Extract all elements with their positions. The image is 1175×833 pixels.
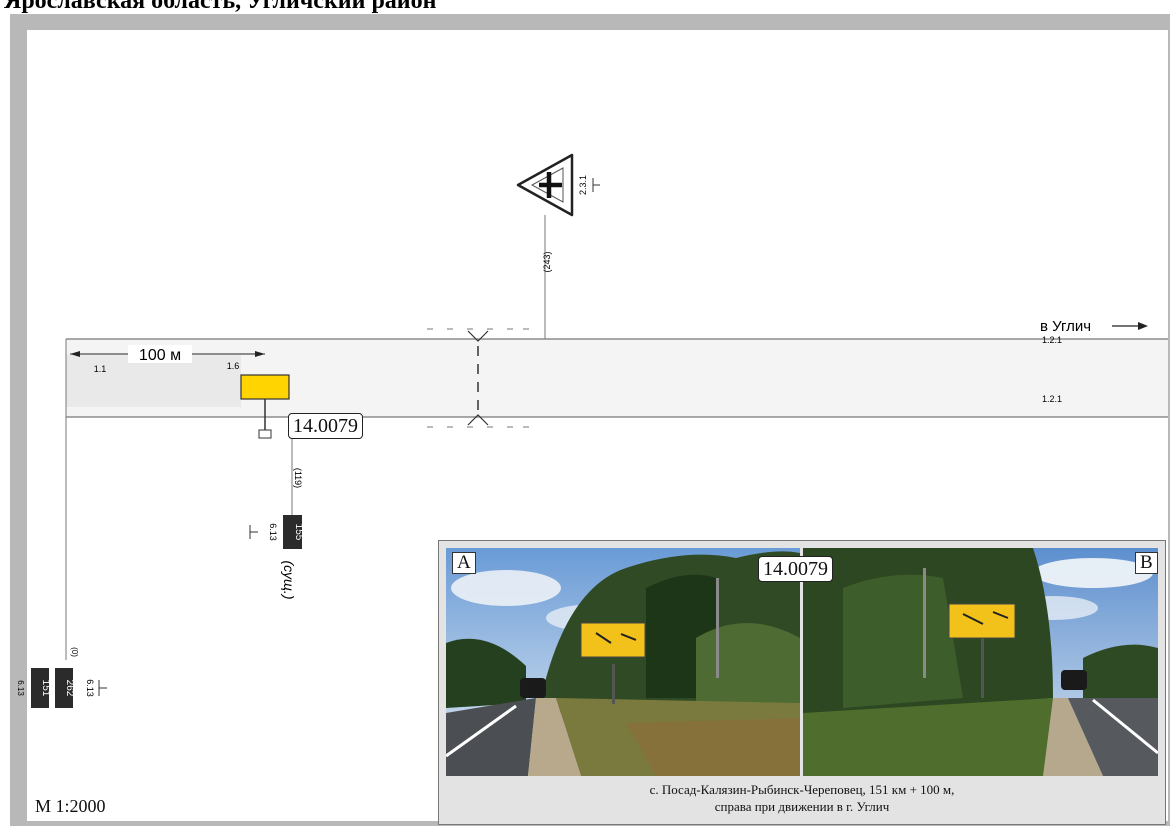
direction-label: в Углич xyxy=(1040,318,1091,335)
photo-b-image xyxy=(803,548,1158,776)
sign-post-tick xyxy=(592,178,600,192)
photo-b-letter: B xyxy=(1135,552,1158,574)
photo-b xyxy=(803,548,1158,776)
km-post-left-code-b: 6.13 xyxy=(85,679,95,697)
page-title: Ярославская область, Угличский район xyxy=(4,0,437,14)
km-post-main-code: 6.13 xyxy=(268,523,278,541)
sign-distance: (243) xyxy=(542,251,552,272)
km-post-left-distance: (0) xyxy=(70,647,79,657)
km-post-main-label: 155 xyxy=(293,524,304,541)
km-post-left-a xyxy=(31,668,49,708)
marking-lane-bottom: 1.2.1 xyxy=(1042,394,1062,404)
photo-billboard-id: 14.0079 xyxy=(758,556,833,582)
crossroad-mark-bottom xyxy=(467,414,489,426)
km-post-left-b xyxy=(55,668,73,708)
photo-caption-line2: справа при движении в г. Углич xyxy=(714,799,890,814)
photo-a-letter: A xyxy=(452,552,476,574)
distance-label-bg xyxy=(128,345,192,363)
marking-billboard: 1.6 xyxy=(227,361,240,371)
arrow-left-icon xyxy=(70,351,80,357)
photo-caption-line1: с. Посад-Калязин-Рыбинск-Череповец, 151 … xyxy=(649,782,955,797)
km-post-left-a-label: 151 xyxy=(40,680,51,697)
billboard-distance: (119) xyxy=(293,468,303,488)
photo-caption: с. Посад-Калязин-Рыбинск-Череповец, 151 … xyxy=(439,781,1165,815)
distance-label: 100 м xyxy=(139,347,181,364)
scale-label: М 1:2000 xyxy=(35,796,106,816)
photo-panel: A B 14.0079 с. Посад-Калязин-Рыбинск-Чер… xyxy=(438,540,1166,825)
km-post-left-b-label: 262 xyxy=(64,680,75,697)
km-post-left-tick xyxy=(98,680,107,696)
billboard-icon xyxy=(240,374,290,400)
arrow-right-icon xyxy=(255,351,265,357)
km-post-main xyxy=(283,515,302,549)
marking-lane-top: 1.2.1 xyxy=(1042,335,1062,345)
billboard-id-label: 14.0079 xyxy=(288,413,363,439)
km-post-left-code-a: 6.13 xyxy=(16,680,25,696)
marking-left-edge: 1.1 xyxy=(94,364,107,374)
km-post-main-note: (сущ.) xyxy=(281,561,297,600)
direction-arrow-icon xyxy=(1138,322,1148,330)
photo-a xyxy=(446,548,800,776)
crossroad-mark-top xyxy=(467,330,489,342)
photo-a-image xyxy=(446,548,800,776)
road-shoulder-shade xyxy=(66,355,241,407)
sign-code: 2.3.1 xyxy=(578,175,588,195)
km-post-main-tick xyxy=(249,525,258,539)
billboard-base xyxy=(258,429,272,439)
